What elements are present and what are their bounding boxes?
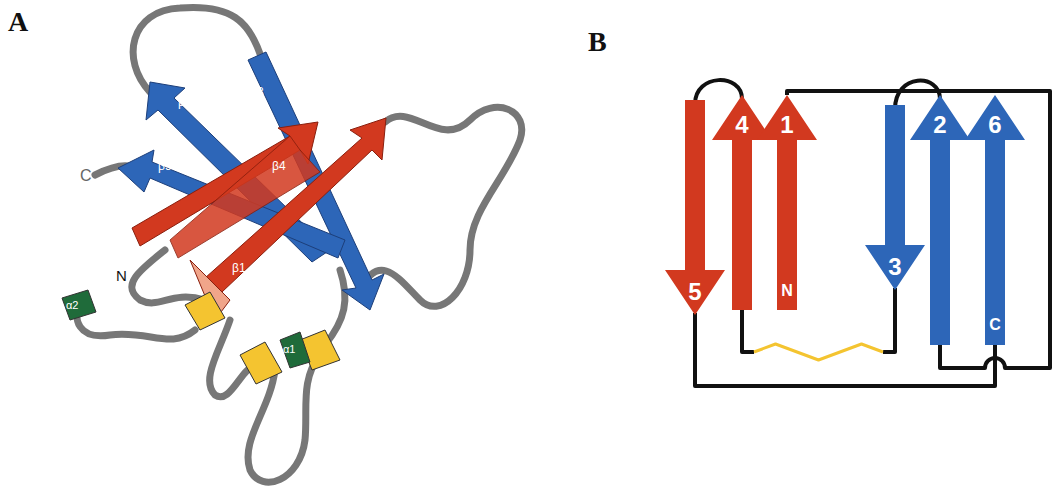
alpha-helix <box>240 342 282 384</box>
structure-label: β3 <box>250 86 264 98</box>
beta-strand-arrow: 6C <box>965 95 1025 345</box>
structure-label: α2 <box>66 300 78 311</box>
structure-label: α1 <box>283 344 295 355</box>
strand-number: 1 <box>757 113 817 137</box>
terminus-label: N <box>757 283 817 299</box>
helices <box>62 290 340 384</box>
strand-outline <box>665 100 725 315</box>
blue-strands <box>118 52 384 310</box>
strand-number: 2 <box>910 113 970 137</box>
strand-number: 3 <box>865 255 925 279</box>
connector-path <box>742 310 754 352</box>
beta-strand-arrow: 2 <box>910 95 970 345</box>
hairpin-arc <box>895 81 940 109</box>
loops <box>77 7 522 482</box>
panel-letter: A <box>8 8 28 36</box>
beta-strand-arrow: 4 <box>712 95 772 310</box>
strand-connector <box>787 91 1050 368</box>
strand-number: 5 <box>665 280 725 304</box>
structure-label: C <box>80 168 92 184</box>
alpha-helix <box>62 290 96 320</box>
helix-zigzag <box>754 344 883 360</box>
strand-connector <box>742 288 895 360</box>
strand-outline <box>757 95 817 310</box>
structure-label: β1 <box>232 262 246 274</box>
structure-label: β4 <box>272 160 286 172</box>
loop <box>132 250 205 303</box>
structure-label: N <box>116 268 127 283</box>
loop <box>77 300 195 339</box>
alpha-helix <box>280 332 310 368</box>
beta-strand-arrow: 1N <box>757 95 817 310</box>
beta-strand <box>205 118 386 292</box>
connector-path <box>787 91 1050 368</box>
red-strands <box>132 118 386 320</box>
structure-label: β5 <box>158 160 172 172</box>
connector-path <box>883 288 895 352</box>
strand-outline <box>712 95 772 310</box>
loop <box>133 7 262 92</box>
structure-label: β2 <box>178 96 192 108</box>
strand-number: 6 <box>965 113 1025 137</box>
beta-strand-arrow: 5 <box>665 100 725 315</box>
strand-outline <box>910 95 970 345</box>
strand-outline <box>965 95 1025 345</box>
panel-letter: B <box>588 28 607 56</box>
loop <box>325 270 345 345</box>
structure-label: β6 <box>160 192 174 204</box>
terminus-label: C <box>965 317 1025 333</box>
alpha-helix <box>185 292 225 330</box>
strand-connector <box>895 81 940 109</box>
